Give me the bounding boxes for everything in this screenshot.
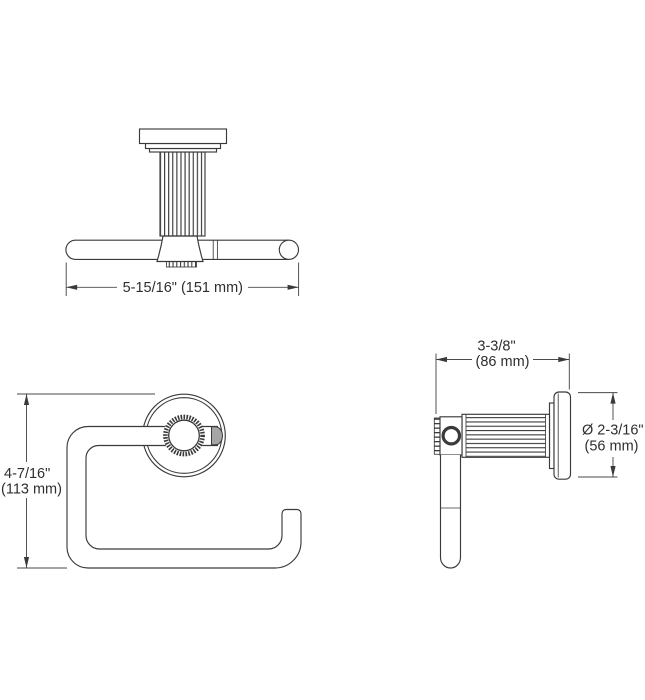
set-screw-circle	[441, 425, 462, 446]
wall-plate-step	[548, 402, 555, 470]
arrow-down	[23, 557, 30, 568]
side-depth-dimension-inches: 3-3/8"	[477, 339, 515, 355]
hub	[163, 414, 205, 457]
knurl-edge-texture	[434, 418, 440, 455]
arrow-left	[66, 284, 78, 290]
flange-plate	[138, 128, 228, 145]
knurl-outline	[166, 261, 197, 268]
post-flutes	[160, 152, 205, 236]
side-depth-dimension-mm: (86 mm)	[476, 354, 530, 370]
wall-plate	[548, 391, 572, 480]
fluted-post	[159, 151, 206, 237]
mounting-flange	[138, 128, 228, 153]
post-collar	[156, 235, 204, 263]
arrow-up	[610, 392, 616, 404]
holder-arm	[66, 425, 302, 569]
front-height-dimension-mm: (113 mm)	[1, 482, 62, 498]
side-arm-body	[439, 455, 462, 569]
flange-step-1	[144, 142, 222, 150]
arrow-right	[558, 356, 570, 363]
side-diameter-dimension-inches: Ø 2-3/16"	[582, 423, 644, 439]
knurl-texture	[166, 261, 197, 267]
hub-knurl-ring	[163, 414, 205, 457]
collar-knurl-band	[166, 261, 197, 268]
arm-end-cap	[211, 426, 224, 446]
arrow-left	[436, 356, 447, 363]
arrow-down	[610, 466, 616, 477]
top-width-dimension: 5-15/16" (151 mm)	[65, 262, 300, 296]
side-diameter-dimension: Ø 2-3/16" (56 mm)	[578, 392, 644, 478]
hub-center-circle	[168, 419, 200, 452]
fluted-barrel	[461, 413, 551, 458]
top-width-dimension-label: 5-15/16" (151 mm)	[123, 280, 243, 296]
pivot-block	[433, 416, 463, 456]
roll-bar-end-circle	[278, 239, 300, 260]
side-depth-dimension: 3-3/8" (86 mm)	[435, 339, 570, 414]
front-height-dimension: 4-7/16" (113 mm)	[1, 393, 155, 569]
front-view: 4-7/16" (113 mm)	[1, 393, 302, 569]
arrow-up	[23, 394, 30, 405]
front-height-dimension-inches: 4-7/16"	[4, 466, 50, 482]
arrow-right	[287, 284, 299, 290]
top-view: 5-15/16" (151 mm)	[65, 128, 300, 296]
side-diameter-dimension-mm: (56 mm)	[585, 439, 639, 455]
side-view: 3-3/8" (86 mm) Ø 2-3/16" (56 mm)	[433, 339, 644, 569]
barrel-flutes	[466, 414, 546, 457]
side-arm	[439, 455, 462, 569]
roll-bar-left-cap	[65, 239, 76, 260]
knurl-edge-outline	[433, 417, 441, 455]
wall-plate-body	[553, 391, 572, 480]
